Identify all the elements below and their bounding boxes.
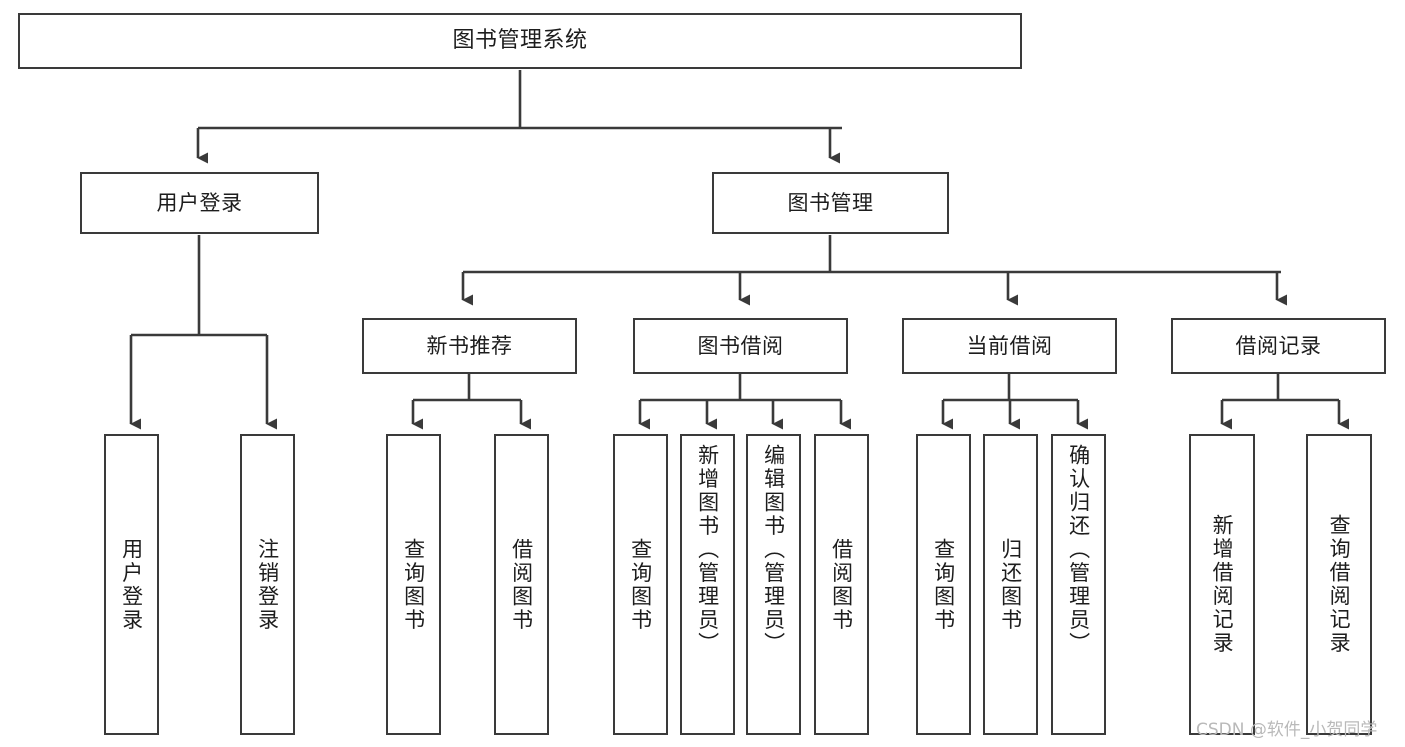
leaf-borrow-book-recommend[interactable]: 借阅图书 [494, 434, 549, 735]
node-label: 新增图书（管理员） [695, 444, 720, 656]
leaf-logout[interactable]: 注销登录 [240, 434, 295, 735]
node-label: 查询借阅记录 [1327, 514, 1352, 655]
node-label: 图书管理系统 [452, 28, 588, 54]
node-label: 查询图书 [628, 537, 653, 632]
node-label: 新增借阅记录 [1210, 514, 1235, 655]
leaf-user-login[interactable]: 用户登录 [104, 434, 159, 735]
node-root-system[interactable]: 图书管理系统 [18, 13, 1022, 69]
node-current-borrow[interactable]: 当前借阅 [902, 318, 1117, 374]
node-label: 确认归还（管理员） [1066, 444, 1091, 656]
leaf-edit-book-admin[interactable]: 编辑图书（管理员） [746, 434, 801, 735]
leaf-query-book-recommend[interactable]: 查询图书 [386, 434, 441, 735]
leaf-query-borrow-record[interactable]: 查询借阅记录 [1306, 434, 1372, 735]
node-label: 用户登录 [119, 537, 144, 632]
node-label: 图书管理 [787, 190, 874, 215]
leaf-add-book-admin[interactable]: 新增图书（管理员） [680, 434, 735, 735]
node-label: 归还图书 [998, 537, 1023, 632]
node-label: 用户登录 [156, 190, 243, 215]
leaf-add-borrow-record[interactable]: 新增借阅记录 [1189, 434, 1255, 735]
leaf-query-book-current[interactable]: 查询图书 [916, 434, 971, 735]
leaf-confirm-return-admin[interactable]: 确认归还（管理员） [1051, 434, 1106, 735]
node-user-login[interactable]: 用户登录 [80, 172, 319, 234]
node-book-borrow[interactable]: 图书借阅 [633, 318, 848, 374]
node-label: 借阅记录 [1235, 333, 1322, 358]
node-label: 借阅图书 [829, 537, 854, 632]
node-new-book-recommend[interactable]: 新书推荐 [362, 318, 577, 374]
leaf-query-book-borrow[interactable]: 查询图书 [613, 434, 668, 735]
node-label: 新书推荐 [426, 333, 513, 358]
node-book-management[interactable]: 图书管理 [712, 172, 949, 234]
node-label: 查询图书 [931, 537, 956, 632]
node-label: 图书借阅 [697, 333, 784, 358]
node-label: 查询图书 [401, 537, 426, 632]
csdn-watermark: CSDN @软件_小贺同学 [1196, 720, 1378, 740]
node-label: 编辑图书（管理员） [761, 444, 786, 656]
node-label: 注销登录 [255, 537, 280, 632]
node-borrow-record[interactable]: 借阅记录 [1171, 318, 1386, 374]
node-label: 当前借阅 [966, 333, 1053, 358]
leaf-return-book[interactable]: 归还图书 [983, 434, 1038, 735]
node-label: 借阅图书 [509, 537, 534, 632]
leaf-borrow-book[interactable]: 借阅图书 [814, 434, 869, 735]
